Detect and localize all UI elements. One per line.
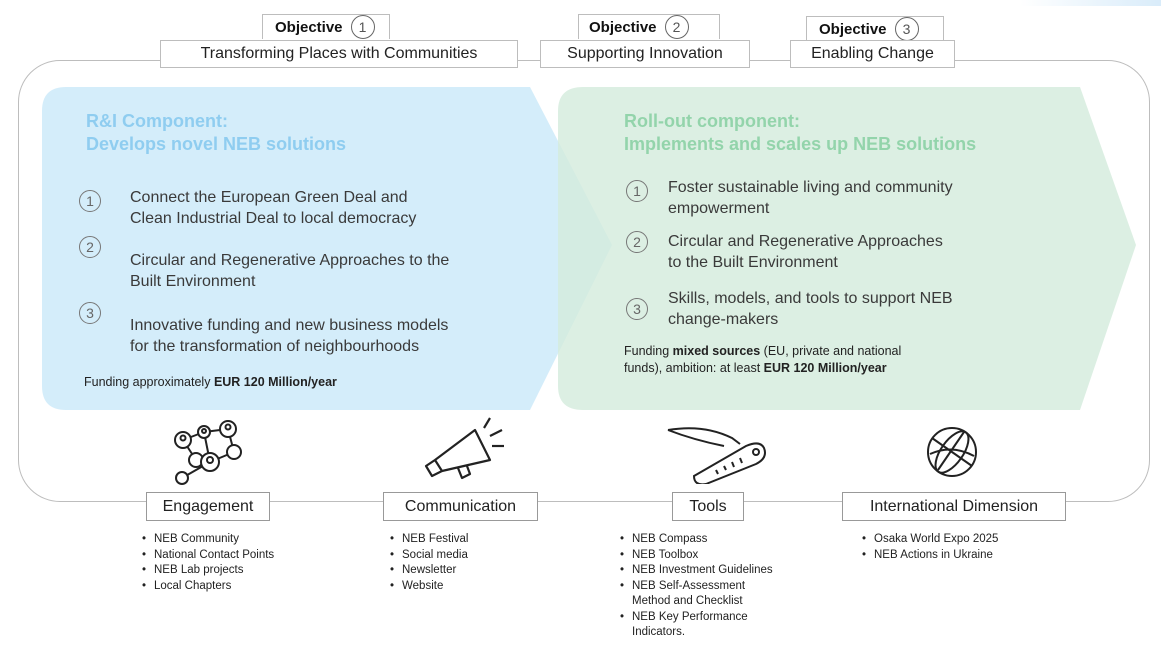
engagement-bullets: NEB Community National Contact Points NE…: [140, 532, 274, 594]
international-bullets: Osaka World Expo 2025 NEB Actions in Ukr…: [860, 532, 998, 563]
objective-number-badge: 3: [894, 17, 919, 41]
pocket-knife-icon: [667, 427, 766, 484]
ri-item-3: Innovative funding and new business mode…: [130, 315, 448, 357]
objective-tab-label: Objective: [589, 18, 657, 36]
ri-item-number: 1: [79, 190, 101, 212]
ri-item-line: for the transformation of neighbourhoods: [130, 338, 420, 355]
objective-label-1: Transforming Places with Communities: [160, 40, 518, 68]
ri-item-line: Built Environment: [130, 273, 256, 290]
rollout-item-line: Skills, models, and tools to support NEB: [668, 290, 953, 307]
objective-label-2: Supporting Innovation: [540, 40, 750, 68]
rollout-component-shape: [558, 87, 1136, 410]
list-item: Osaka World Expo 2025: [860, 532, 998, 548]
objective-tab-label: Objective: [275, 18, 343, 36]
communication-bullets: NEB Festival Social media Newsletter Web…: [388, 532, 468, 594]
rollout-item-line: change-makers: [668, 311, 779, 328]
pillar-tools: Tools: [672, 492, 744, 521]
list-item: Social media: [388, 548, 468, 564]
ri-funding-text: Funding approximately EUR 120 Million/ye…: [84, 374, 337, 391]
list-item: NEB Lab projects: [140, 563, 274, 579]
globe-icon: [927, 427, 977, 477]
objective-tab-2: Objective 2: [578, 14, 720, 39]
rollout-item-number: 3: [626, 298, 648, 320]
rollout-item-1: Foster sustainable living and community …: [668, 177, 953, 219]
pillar-engagement: Engagement: [146, 492, 270, 521]
objective-tab-3: Objective 3: [806, 16, 944, 41]
pillar-international-dimension: International Dimension: [842, 492, 1066, 521]
ri-item-1: Connect the European Green Deal and Clea…: [130, 187, 416, 229]
rollout-item-line: Foster sustainable living and community: [668, 179, 953, 196]
ri-item-line: Clean Industrial Deal to local democracy: [130, 210, 417, 227]
tools-bullets: NEB Compass NEB Toolbox NEB Investment G…: [618, 532, 773, 641]
list-item: NEB Community: [140, 532, 274, 548]
rollout-funding-text: Funding mixed sources (EU, private and n…: [624, 344, 902, 375]
rollout-item-number: 2: [626, 231, 648, 253]
ri-item-line: Innovative funding and new business mode…: [130, 317, 449, 334]
objective-tab-1: Objective 1: [262, 14, 390, 39]
ri-title-line-1: R&I Component:: [86, 111, 228, 131]
rollout-item-number: 1: [626, 180, 648, 202]
rollout-component-title: Roll-out component: Implements and scale…: [624, 110, 976, 156]
rollout-title-line-1: Roll-out component:: [624, 111, 800, 131]
objective-number-badge: 1: [350, 15, 375, 39]
ri-funding-prefix: Funding approximately: [84, 375, 214, 389]
ri-component-title: R&I Component: Develops novel NEB soluti…: [86, 110, 346, 156]
ri-title-line-2: Develops novel NEB solutions: [86, 134, 347, 154]
list-item: Local Chapters: [140, 579, 274, 595]
ri-item-number: 2: [79, 236, 101, 258]
ri-item-line: Circular and Regenerative Approaches to …: [130, 252, 450, 269]
ri-item-number: 3: [79, 302, 101, 324]
ri-item-2: Circular and Regenerative Approaches to …: [130, 250, 449, 292]
corner-accent: [1020, 0, 1161, 6]
objective-number-badge: 2: [664, 15, 689, 39]
objective-tab-label: Objective: [819, 20, 887, 38]
rollout-title-line-2: Implements and scales up NEB solutions: [624, 134, 977, 154]
list-item: NEB Compass: [618, 532, 773, 548]
list-item: NEB Investment Guidelines: [618, 563, 773, 579]
list-item: NEB Festival: [388, 532, 468, 548]
list-item: Website: [388, 579, 468, 595]
objective-label-3: Enabling Change: [790, 40, 955, 68]
rollout-item-line: empowerment: [668, 200, 770, 217]
ri-item-line: Connect the European Green Deal and: [130, 189, 408, 206]
rollout-item-2: Circular and Regenerative Approaches to …: [668, 231, 943, 273]
network-people-icon: [174, 420, 242, 485]
rollout-item-line: Circular and Regenerative Approaches: [668, 233, 943, 250]
list-item: NEB Actions in Ukraine: [860, 548, 998, 564]
pillar-communication: Communication: [383, 492, 538, 521]
list-item: Newsletter: [388, 563, 468, 579]
megaphone-icon: [424, 417, 504, 480]
rollout-item-line: to the Built Environment: [668, 254, 838, 271]
list-item: NEB Toolbox: [618, 548, 773, 564]
list-item: National Contact Points: [140, 548, 274, 564]
rollout-item-3: Skills, models, and tools to support NEB…: [668, 288, 953, 330]
ri-component-shape: [42, 87, 612, 410]
ri-funding-amount: EUR 120 Million/year: [213, 375, 337, 389]
